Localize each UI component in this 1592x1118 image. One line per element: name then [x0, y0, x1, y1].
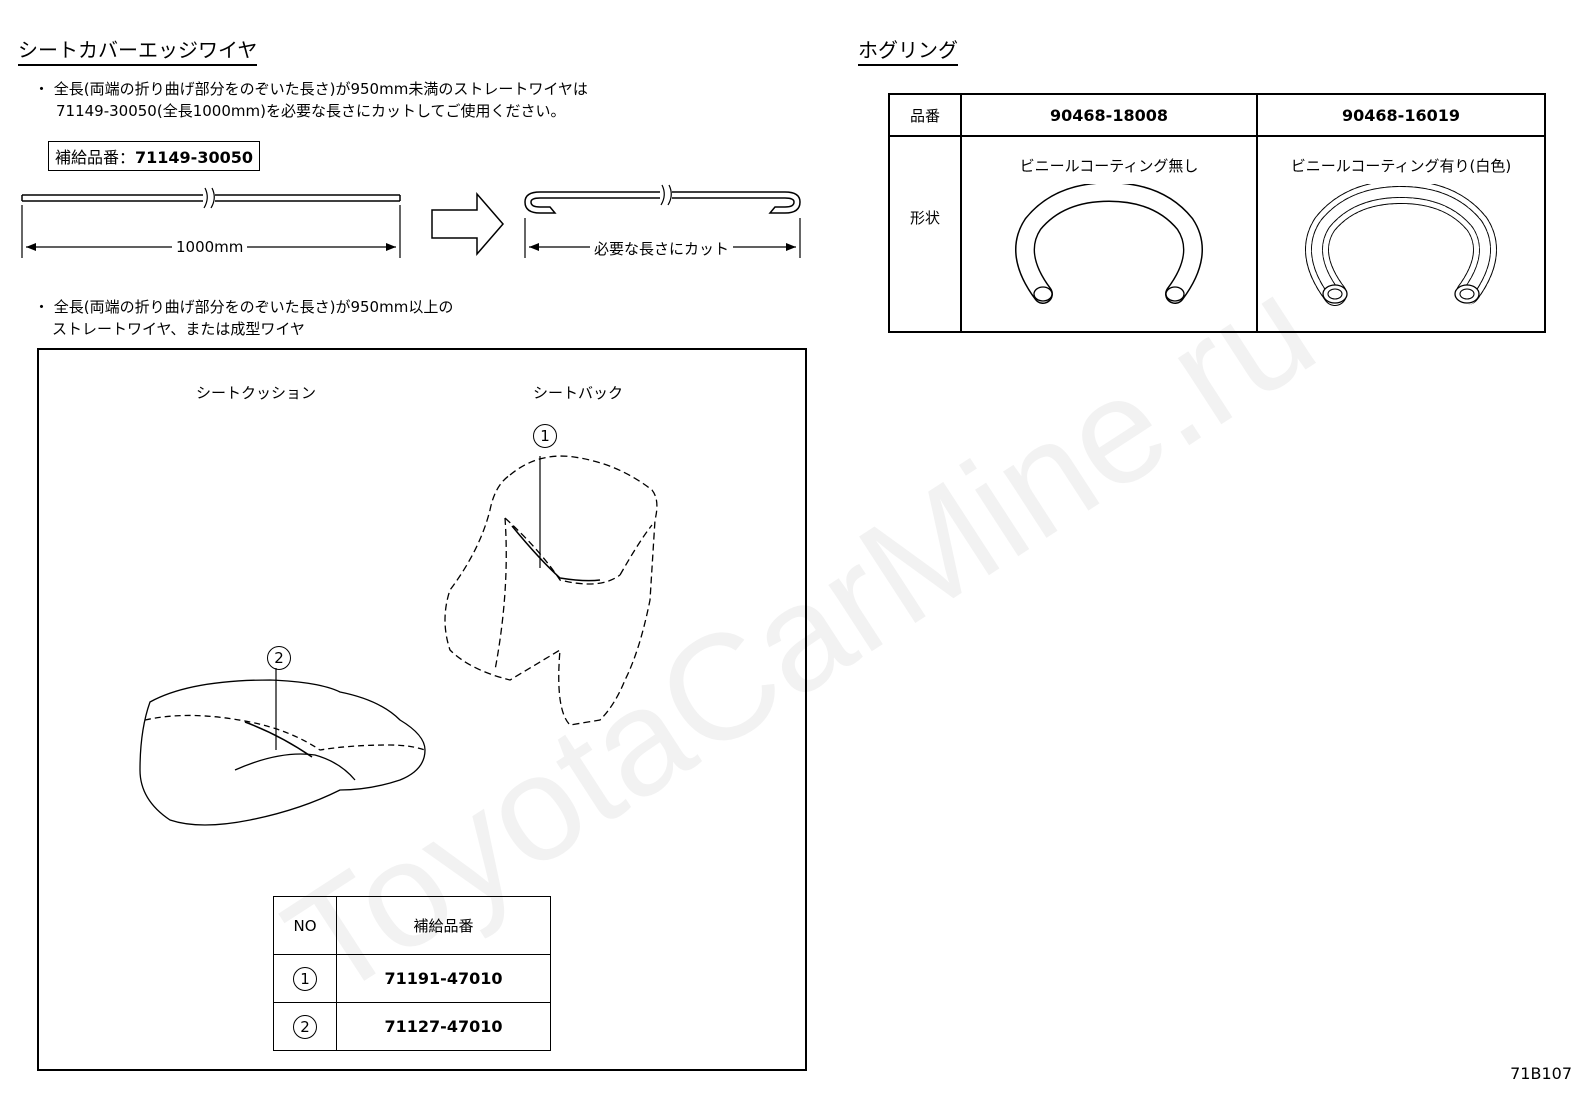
row-2-part: 71127-47010 [336, 1002, 551, 1051]
row-2-no: 2 [293, 1014, 317, 1039]
seat-diagram-frame [37, 348, 807, 1071]
supply-part-number: 71149-30050 [135, 148, 253, 167]
hog-ring-2-description: ビニールコーティング有り(白色) [1290, 157, 1512, 175]
hog-ring-1-cell: ビニールコーティング無し [960, 135, 1258, 333]
hog-ring-heading: ホグリング [858, 34, 958, 66]
hog-ring-coated-icon [1305, 179, 1497, 306]
callout-1: 1 [533, 424, 557, 448]
hog-ring-2-cell: ビニールコーティング有り(白色) [1256, 135, 1546, 333]
note-1-line-1: ・ 全長(両端の折り曲げ部分をのぞいた長さ)が950mm未満のストレートワイヤは [34, 80, 588, 98]
arrow-right-icon [431, 191, 504, 257]
hog-ring-part-2: 90468-16019 [1256, 93, 1546, 137]
seat-illustration [139, 455, 658, 826]
edge-wire-heading: シートカバーエッジワイヤ [18, 34, 258, 66]
seat-cushion-wire [244, 721, 313, 758]
table-row: 1 71191-47010 [273, 954, 551, 1003]
seat-back-wire [511, 525, 601, 582]
note-2-line-2: ストレートワイヤ、または成型ワイヤ [52, 320, 305, 338]
seat-back-label: シートバック [533, 384, 624, 402]
header-part-number: 補給品番 [336, 896, 551, 955]
seat-cushion-label: シートクッション [196, 384, 317, 402]
part-number-label: 品番 [888, 93, 962, 137]
hog-ring-uncoated-icon [1015, 181, 1203, 304]
header-no: NO [273, 896, 337, 955]
shape-label: 形状 [888, 135, 962, 333]
note-1-line-2: 71149-30050(全長1000mm)を必要な長さにカットしてご使用ください… [56, 102, 566, 120]
seat-cushion-illustration [139, 679, 426, 826]
seat-back-illustration [444, 455, 658, 726]
row-1-part: 71191-47010 [336, 954, 551, 1003]
hog-ring-1-description: ビニールコーティング無し [1019, 157, 1199, 175]
figure-code: 71B107 [1510, 1064, 1572, 1083]
cut-length-label: 必要な長さにカット [590, 238, 734, 259]
callout-2: 2 [267, 646, 291, 670]
note-2-line-1: ・ 全長(両端の折り曲げ部分をのぞいた長さ)が950mm以上の [34, 298, 454, 316]
supply-part-table: NO 補給品番 1 71191-47010 2 71127-47010 [273, 896, 551, 1051]
table-row: 2 71127-47010 [273, 1002, 551, 1051]
hog-ring-part-1: 90468-18008 [960, 93, 1258, 137]
hog-ring-table: 品番 90468-18008 90468-16019 形状 ビニールコーティング… [888, 93, 1546, 333]
supply-part-label: 補給品番： [55, 148, 136, 167]
supply-part-box: 補給品番：71149-30050 [48, 141, 260, 171]
row-1-no: 1 [293, 966, 317, 991]
length-1000mm-label: 1000mm [172, 238, 248, 256]
